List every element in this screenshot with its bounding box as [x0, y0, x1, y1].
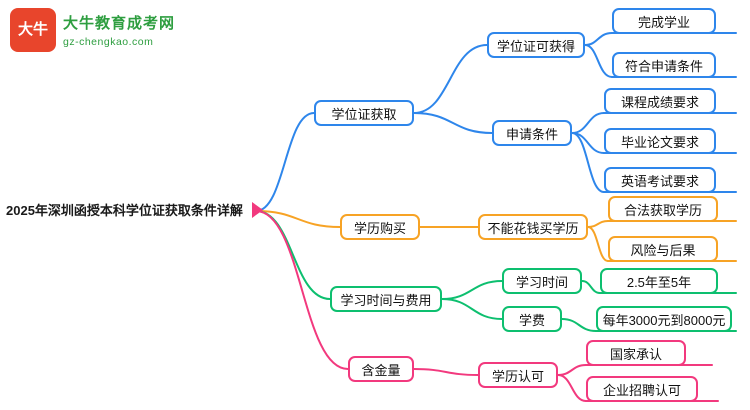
node-tuition: 学费 — [502, 306, 562, 332]
node-diploma-purchase: 学历购买 — [340, 214, 420, 240]
node-degree-cert-obtainable: 学位证可获得 — [487, 32, 585, 58]
node-complete-studies: 完成学业 — [612, 8, 716, 34]
node-degree-cert-acquisition: 学位证获取 — [314, 100, 414, 126]
node-application-conditions: 申请条件 — [492, 120, 572, 146]
node-study-time-and-cost: 学习时间与费用 — [330, 286, 442, 312]
logo-badge-text: 大牛 — [17, 21, 48, 39]
site-logo[interactable]: 大牛 大牛教育成考网 gz-chengkao.com — [10, 8, 175, 52]
node-study-time: 学习时间 — [502, 268, 582, 294]
node-tuition-value: 每年3000元到8000元 — [596, 306, 732, 332]
node-credential-value: 含金量 — [348, 356, 414, 382]
node-diploma-recognition: 学历认可 — [478, 362, 558, 388]
node-english-exam-requirement: 英语考试要求 — [604, 167, 716, 193]
node-risks-consequences: 风险与后果 — [608, 236, 718, 262]
logo-text-block: 大牛教育成考网 gz-chengkao.com — [63, 12, 175, 48]
node-course-grade-requirement: 课程成绩要求 — [604, 88, 716, 114]
bull-logo-icon: 大牛 — [10, 8, 56, 52]
brand-domain: gz-chengkao.com — [63, 36, 154, 48]
node-thesis-requirement: 毕业论文要求 — [604, 128, 716, 154]
node-study-duration-value: 2.5年至5年 — [600, 268, 718, 294]
node-meet-application-conditions: 符合申请条件 — [612, 52, 716, 78]
node-cannot-buy-diploma: 不能花钱买学历 — [478, 214, 588, 240]
node-state-recognized: 国家承认 — [586, 340, 686, 366]
node-legal-diploma-acquisition: 合法获取学历 — [608, 196, 718, 222]
branch-origin-arrow — [252, 202, 263, 218]
brand-name: 大牛教育成考网 — [63, 15, 176, 32]
mindmap-root-title: 2025年深圳函授本科学位证获取条件详解 — [6, 203, 243, 218]
node-employer-recognized: 企业招聘认可 — [586, 376, 698, 402]
